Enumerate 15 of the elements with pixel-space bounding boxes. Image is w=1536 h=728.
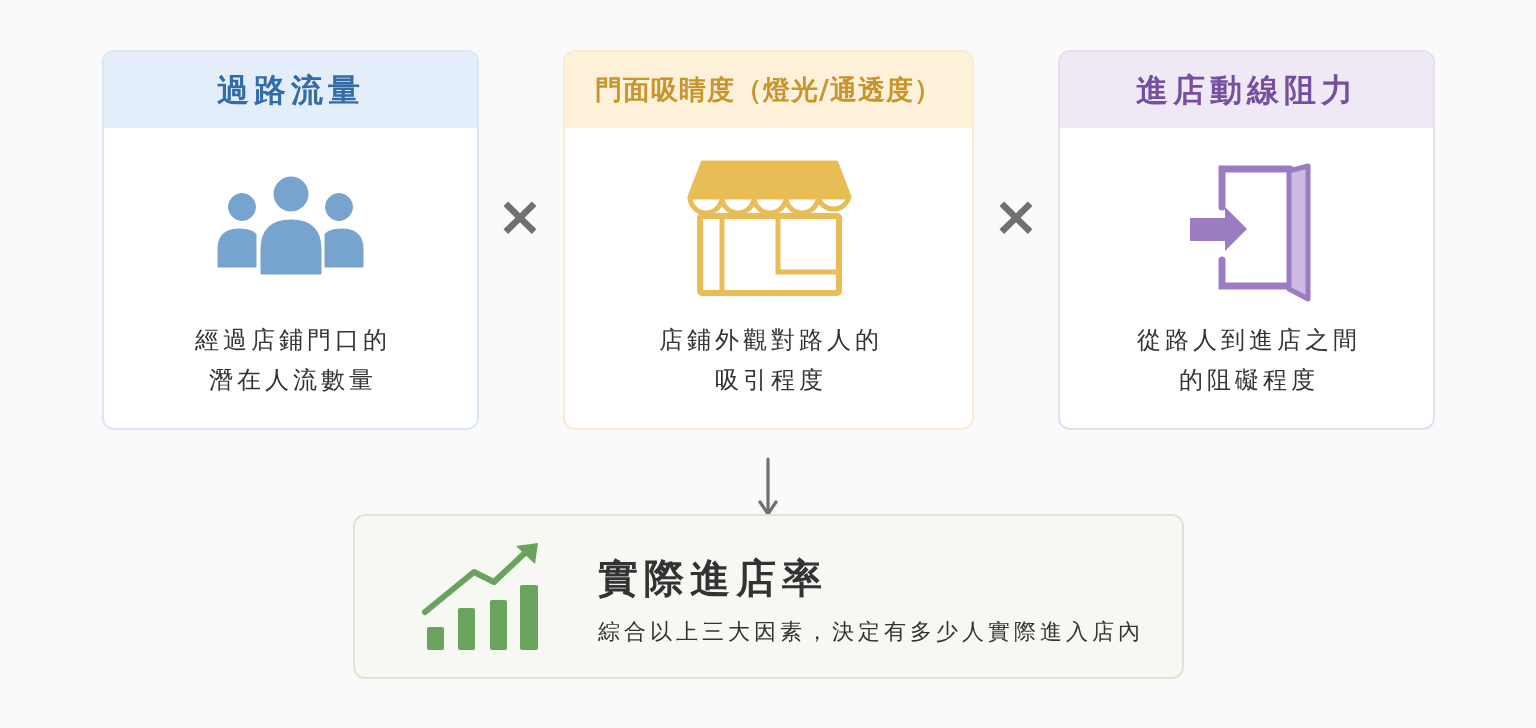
multiply-sign: × (495, 186, 545, 246)
card-description: 店鋪外觀對路人的吸引程度 (658, 325, 884, 396)
result-card (353, 514, 1184, 679)
card-header: 進店動線阻力 (1060, 52, 1433, 128)
card-header: 門面吸睛度（燈光/通透度） (565, 52, 972, 128)
card-description: 從路人到進店之間的阻礙程度 (1136, 325, 1362, 396)
card-description: 經過店鋪門口的潛在人流數量 (194, 325, 392, 396)
factor-card (563, 50, 974, 430)
multiply-sign: × (991, 186, 1041, 246)
arrow (758, 457, 778, 516)
result-description: 綜合以上三大因素，決定有多少人實際進入店內 (598, 618, 1144, 646)
card-header: 過路流量 (104, 52, 477, 128)
factor-card (102, 50, 479, 430)
factor-card (1058, 50, 1435, 430)
result-title: 實際進店率 (598, 554, 828, 603)
